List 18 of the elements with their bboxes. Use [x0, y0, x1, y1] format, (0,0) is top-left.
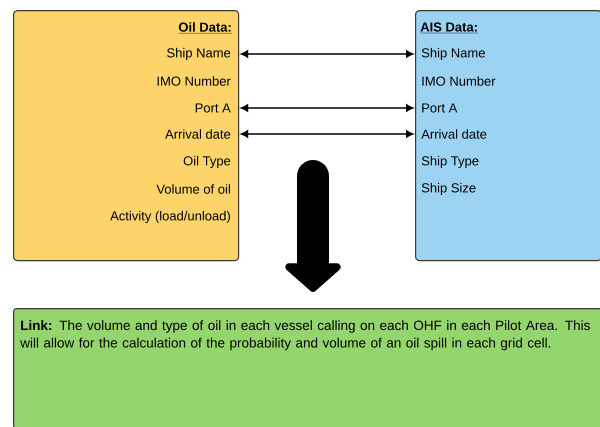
- field-label: IMO Number: [422, 76, 496, 86]
- field-label: Arrival date: [421, 129, 486, 139]
- field-label: Ship Name: [167, 48, 230, 60]
- field-label: Activity (load/unload): [110, 210, 230, 224]
- field-label: Port A: [196, 103, 231, 113]
- field-label: Ship Name: [422, 48, 485, 60]
- big-arrow: [285, 160, 341, 292]
- field-label: IMO Number: [158, 76, 231, 86]
- field-label: Port A: [422, 103, 458, 113]
- field-label: Arrival date: [165, 129, 230, 139]
- double-arrow: [240, 130, 414, 138]
- double-arrow: [240, 104, 414, 112]
- link-box: Link: The volume and type of oil in each vessel calling on each OHF in each Pilot Area. This will allow for the calculation of the probability and volume of an oil spill in each grid cell.: [13, 308, 600, 427]
- field-label: Ship Type: [422, 156, 478, 168]
- field-label: Volume of oil: [156, 184, 230, 194]
- field-label: Ship Size: [422, 182, 476, 196]
- field-label: Oil Type: [184, 156, 230, 168]
- double-arrow: [240, 50, 414, 58]
